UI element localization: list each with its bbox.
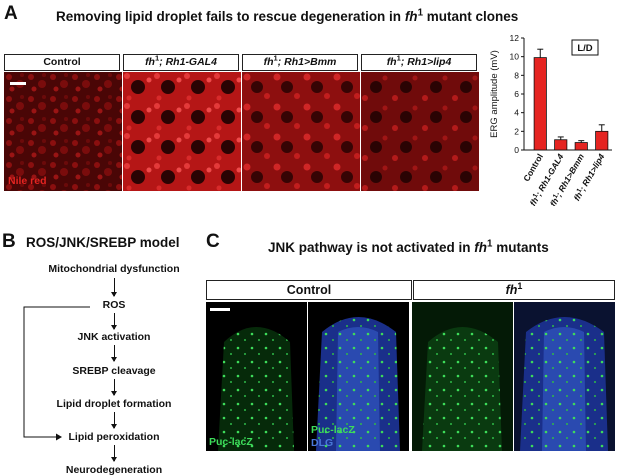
y-tick-label: 6 — [514, 89, 519, 99]
model-step-mitochondrial-dysfunction: Mitochondrial dysfunction — [48, 263, 180, 275]
group-label-text: Control — [286, 283, 332, 297]
puc-lacz-dlg-image-fh1 — [514, 302, 615, 451]
image-label-control: Control — [4, 54, 120, 71]
scale-bar — [210, 308, 230, 311]
panel-a-title-gene: fh — [404, 9, 418, 24]
image-label-genotype: ; Rh1>lip4 — [400, 56, 452, 68]
bar — [554, 139, 568, 151]
bar — [574, 142, 588, 151]
legend-box — [571, 39, 599, 56]
model-step-neurodegeneration: Neurodegeneration — [65, 464, 163, 476]
arrow-down — [111, 445, 117, 462]
y-tick-label: 4 — [514, 108, 519, 118]
puc-lacz-dlg-image-control: Puc-lacZ DLG — [308, 302, 409, 451]
image-label-rh1-bmm: fh1; Rh1>Bmm — [242, 54, 358, 71]
puc-lacz-texture — [218, 327, 294, 451]
panel-b-title: ROS/JNK/SREBP model — [26, 235, 180, 250]
scale-bar — [10, 82, 26, 85]
nile-red-texture — [4, 72, 122, 191]
puc-lacz-dlg-texture — [316, 317, 400, 451]
arrow-down — [111, 345, 117, 362]
arrow-down — [111, 379, 117, 396]
legend-box-label: L/D — [577, 43, 592, 54]
panel-c-title-post: mutants — [492, 240, 549, 255]
image-label-genotype: ; Rh1>Bmm — [277, 56, 337, 68]
image-label-rh1-lip4: fh1; Rh1>lip4 — [361, 54, 477, 71]
image-label-genotype: ; Rh1-GAL4 — [159, 56, 217, 68]
image-label-text: Control — [43, 56, 81, 68]
image-label-gene: fh — [145, 56, 155, 68]
model-step-lipid-peroxidation: Lipid peroxidation — [68, 431, 160, 443]
panel-a-title-sup: 1 — [417, 7, 423, 19]
panel-c-title-sup: 1 — [487, 238, 493, 250]
model-step-srebp-cleavage: SREBP cleavage — [72, 365, 156, 377]
y-tick-label: 2 — [514, 126, 519, 136]
group-label-fh1: fh1 — [413, 280, 615, 300]
puc-lacz-image-control: Puc-lacZ — [206, 302, 307, 451]
model-step-jnk-activation: JNK activation — [77, 331, 151, 343]
nile-red-texture — [123, 72, 241, 191]
nile-red-texture — [242, 72, 360, 191]
group-label-gene: fh — [505, 283, 518, 297]
y-tick-label: 10 — [510, 52, 520, 62]
image-label-rh1-gal4: fh1; Rh1-GAL4 — [123, 54, 239, 71]
bypass-arrow — [23, 306, 90, 441]
nile-red-image-control: Nile red — [4, 72, 122, 191]
nile-red-image-rh1-lip4 — [361, 72, 479, 191]
stain-label-dlg: DLG — [311, 437, 334, 449]
model-step-ros: ROS — [102, 299, 126, 311]
model-step-lipid-droplet-formation: Lipid droplet formation — [56, 398, 172, 410]
panel-a-letter: A — [4, 3, 18, 24]
y-tick-label: 0 — [514, 145, 519, 155]
image-label-gene: fh — [386, 56, 397, 68]
image-label-gene: fh — [263, 56, 274, 68]
image-label-sup: 1 — [154, 54, 160, 63]
panel-a-title-post: mutant clones — [422, 9, 519, 24]
panel-a-title: Removing lipid droplet fails to rescue d… — [56, 7, 519, 24]
stain-label-puc-lacz: Puc-lacZ — [209, 436, 253, 448]
y-tick-label: 12 — [510, 33, 520, 43]
image-label-sup: 1 — [273, 54, 278, 63]
panel-c-title-gene: fh — [474, 240, 488, 255]
puc-lacz-texture — [412, 302, 513, 451]
y-axis-label: ERG amplitude (mV) — [489, 50, 500, 138]
group-label-control: Control — [206, 280, 412, 300]
panel-b-letter: B — [2, 231, 16, 252]
panel-a-title-text: Removing lipid droplet fails to rescue d… — [56, 9, 405, 24]
arrow-down — [111, 313, 117, 330]
arrow-down — [111, 278, 117, 297]
nile-red-image-rh1-bmm — [242, 72, 360, 191]
bar — [533, 57, 547, 151]
puc-lacz-dlg-texture — [514, 302, 615, 451]
panel-c-letter: C — [206, 231, 220, 252]
puc-lacz-image-fh1 — [412, 302, 513, 451]
nile-red-image-rh1-gal4 — [123, 72, 241, 191]
bar — [595, 130, 609, 151]
panel-c-title-text: JNK pathway is not activated in — [268, 240, 475, 255]
stain-label-puc-lacz: Puc-lacZ — [311, 424, 355, 436]
group-label-sup: 1 — [517, 280, 523, 291]
panel-c-title: JNK pathway is not activated in fh1 muta… — [268, 238, 549, 255]
nile-red-texture — [361, 72, 479, 191]
image-label-sup: 1 — [396, 54, 401, 63]
stain-label-nile-red: Nile red — [8, 175, 47, 187]
arrow-down — [111, 412, 117, 429]
y-tick-label: 8 — [514, 70, 519, 80]
